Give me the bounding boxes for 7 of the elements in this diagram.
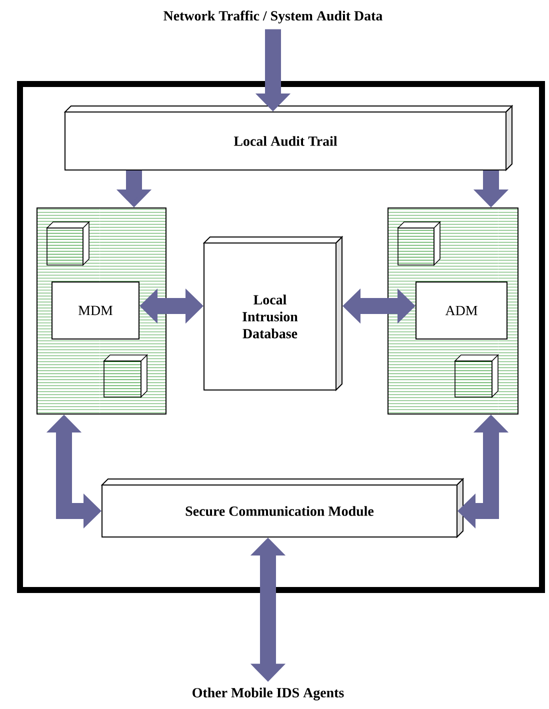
detector-panel (388, 208, 518, 414)
module-box: ADM (416, 282, 508, 340)
caption-text: Network Traffic / System Audit Data (164, 10, 382, 24)
detector-panel (36, 208, 166, 414)
agent-frame (17, 81, 545, 593)
module-box: MDM (52, 282, 140, 340)
caption-text: Other Mobile IDS Agents (192, 688, 344, 700)
